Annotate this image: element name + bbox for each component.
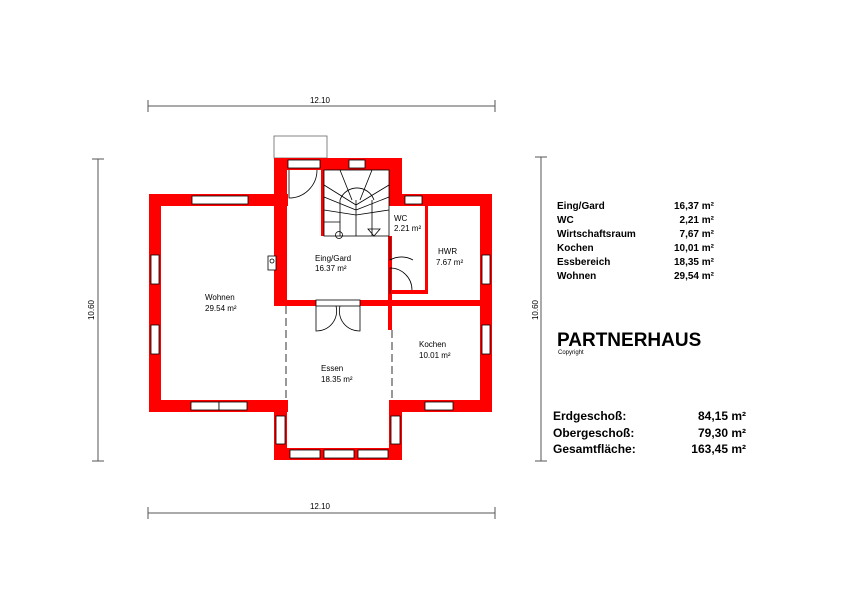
room-name: Essen: [321, 364, 343, 373]
table-room-name: Essbereich: [557, 257, 610, 268]
project-title: PARTNERHAUS: [557, 330, 701, 351]
total-area: 84,15 m²: [698, 409, 746, 423]
room-area: 10.01 m²: [419, 351, 451, 360]
table-room-name: Wohnen: [557, 271, 596, 282]
fireplace-icon: [267, 255, 277, 271]
doors: [285, 159, 414, 400]
room-name: WC: [394, 214, 408, 223]
copyright: Copyright: [558, 350, 584, 356]
room-name: Eing/Gard: [315, 254, 351, 263]
table-room-area: 10,01 m²: [674, 243, 715, 254]
area-table: Eing/Gard 16,37 m² WC 2,21 m² Wirtschaft…: [557, 201, 715, 282]
dimension-top: 12.10: [147, 96, 496, 112]
room-name: Wohnen: [205, 293, 235, 302]
staircase: [323, 169, 390, 239]
total-area: 163,45 m²: [691, 442, 746, 456]
room-labels: Eing/Gard 16.37 m² WC 2.21 m² HWR 7.67 m…: [205, 214, 463, 384]
table-room-area: 18,35 m²: [674, 257, 715, 268]
table-room-area: 7,67 m²: [680, 229, 715, 240]
dimension-bottom-label: 12.10: [310, 502, 331, 511]
room-name: HWR: [438, 247, 457, 256]
table-room-name: Wirtschaftsraum: [557, 229, 636, 240]
room-area: 16.37 m²: [315, 264, 347, 273]
dimension-left: 10.60: [87, 158, 104, 462]
room-name: Kochen: [419, 340, 446, 349]
room-area: 29.54 m²: [205, 304, 237, 313]
table-room-area: 29,54 m²: [674, 271, 715, 282]
table-room-area: 2,21 m²: [680, 215, 715, 226]
table-room-name: WC: [557, 215, 574, 226]
table-room-area: 16,37 m²: [674, 201, 715, 212]
dimension-bottom: 12.10: [147, 502, 496, 519]
total-name: Gesamtfläche:: [553, 442, 636, 456]
room-area: 2.21 m²: [394, 224, 421, 233]
windows: [150, 159, 491, 459]
total-name: Obergeschoß:: [553, 426, 634, 440]
table-room-name: Kochen: [557, 243, 594, 254]
room-area: 7.67 m²: [436, 258, 463, 267]
table-room-name: Eing/Gard: [557, 201, 605, 212]
total-area: 79,30 m²: [698, 426, 746, 440]
room-area: 18.35 m²: [321, 375, 353, 384]
dimension-right-label: 10.60: [531, 299, 540, 320]
totals: Erdgeschoß: 84,15 m² Obergeschoß: 79,30 …: [553, 409, 746, 456]
dimension-top-label: 12.10: [310, 96, 331, 105]
entrance-canopy: [273, 135, 328, 159]
total-name: Erdgeschoß:: [553, 409, 626, 423]
dimension-left-label: 10.60: [87, 299, 96, 320]
dimension-right: 10.60: [531, 156, 547, 462]
